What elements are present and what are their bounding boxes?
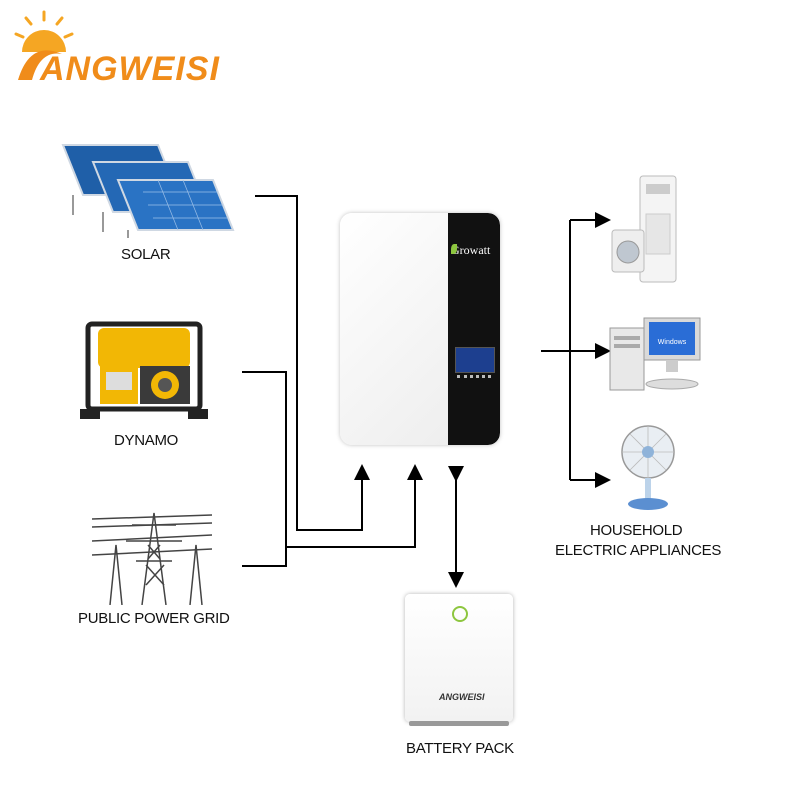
battery-brand: ANGWEISI xyxy=(439,692,485,702)
air-conditioner-icon xyxy=(611,175,677,283)
solar-label: SOLAR xyxy=(121,246,171,263)
brand-logo-text: ANGWEISI xyxy=(40,50,220,88)
power-grid-tower-icon xyxy=(92,512,212,605)
pc-screen-text: Windows xyxy=(658,339,687,346)
generator-icon xyxy=(80,321,208,419)
dynamo-label: DYNAMO xyxy=(114,432,179,449)
desktop-computer-icon: Windows xyxy=(609,317,701,391)
brand-logo: ANGWEISI xyxy=(10,10,220,90)
battery-label: BATTERY PACK xyxy=(406,740,514,757)
electric-fan-icon xyxy=(621,425,675,510)
appliances-label-line2: ELECTRIC APPLIANCES xyxy=(555,542,722,559)
inverter-display-screen xyxy=(455,347,495,373)
inverter: Growatt xyxy=(340,213,500,445)
appliances-label-line1: HOUSEHOLD xyxy=(590,522,683,539)
battery-power-icon xyxy=(452,606,468,622)
inverter-side-panel: Growatt xyxy=(448,213,500,445)
inverter-brand: Growatt xyxy=(451,243,491,257)
inverter-brand-leaf-icon xyxy=(451,244,457,254)
solar-wire xyxy=(255,195,370,531)
grid-label: PUBLIC POWER GRID xyxy=(78,610,230,627)
sun-logo-icon xyxy=(14,10,74,80)
inverter-buttons xyxy=(457,375,491,382)
battery-pack: ANGWEISI xyxy=(405,594,513,726)
solar-panel-icon xyxy=(61,144,235,238)
grid-wire xyxy=(242,547,287,567)
inverter-front-panel xyxy=(340,213,448,445)
battery-base xyxy=(409,721,509,726)
